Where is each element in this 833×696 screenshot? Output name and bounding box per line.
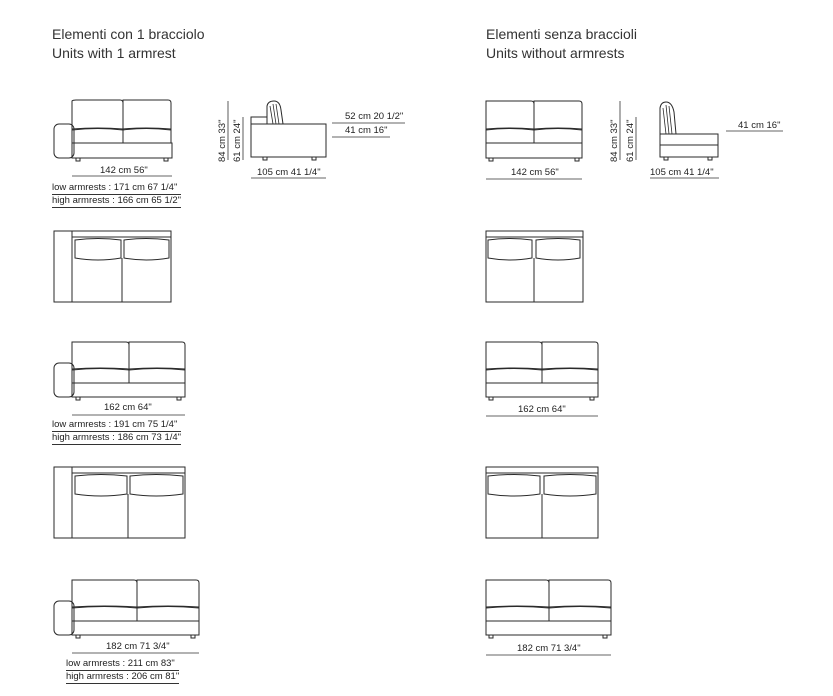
armrest-note-142: low armrests : 171 cm 67 1/4" high armre…: [52, 182, 182, 208]
unit-162-armrest-top: [54, 467, 185, 538]
width-182-label: 182 cm 71 3/4": [106, 641, 170, 652]
side-left-height-total: 84 cm 33": [217, 119, 228, 162]
side-right-depth: 105 cm 41 1/4": [650, 167, 714, 178]
side-view-right: [620, 101, 783, 178]
low-armrest-142: low armrests : 171 cm 67 1/4": [52, 182, 182, 195]
high-armrest-142: high armrests : 166 cm 65 1/2": [52, 195, 182, 208]
header-with-armrest-it: Elementi con 1 bracciolo: [52, 26, 205, 42]
header-without-armrest-en: Units without armrests: [486, 45, 625, 61]
width-162-label: 162 cm 64": [104, 402, 152, 413]
unit-162-front: [486, 342, 598, 416]
armrest-note-162: low armrests : 191 cm 75 1/4" high armre…: [52, 419, 182, 445]
unit-142-armrest-top: [54, 231, 171, 302]
header-with-armrest: Elementi con 1 bracciolo Units with 1 ar…: [52, 25, 205, 63]
header-with-armrest-en: Units with 1 armrest: [52, 45, 176, 61]
width-182-label-noarm: 182 cm 71 3/4": [517, 643, 581, 654]
side-left-seat-depth-2: 41 cm 16": [345, 125, 388, 136]
unit-182-armrest-front: [54, 580, 199, 653]
side-right-seat-depth: 41 cm 16": [738, 120, 781, 131]
width-162-label-noarm: 162 cm 64": [518, 404, 566, 415]
header-without-armrest-it: Elementi senza braccioli: [486, 26, 637, 42]
side-right-height-total: 84 cm 33": [609, 119, 620, 162]
width-142-label-noarm: 142 cm 56": [511, 167, 559, 178]
side-view-left: [228, 101, 405, 178]
armrest-note-182: low armrests : 211 cm 83" high armrests …: [66, 658, 180, 684]
unit-142-front: [486, 101, 582, 179]
width-142-label: 142 cm 56": [100, 165, 148, 176]
low-armrest-182: low armrests : 211 cm 83": [66, 658, 180, 671]
unit-182-front: [486, 580, 611, 655]
side-left-depth: 105 cm 41 1/4": [257, 167, 321, 178]
unit-142-armrest-front: [54, 100, 172, 176]
unit-162-top: [486, 467, 598, 538]
unit-162-armrest-front: [54, 342, 185, 415]
unit-142-top: [486, 231, 583, 302]
side-right-height-seat: 61 cm 24": [625, 119, 636, 162]
side-left-seat-depth-1: 52 cm 20 1/2": [345, 111, 404, 122]
header-without-armrest: Elementi senza braccioli Units without a…: [486, 25, 637, 63]
high-armrest-182: high armrests : 206 cm 81": [66, 671, 180, 684]
side-left-height-seat: 61 cm 24": [232, 119, 243, 162]
high-armrest-162: high armrests : 186 cm 73 1/4": [52, 432, 182, 445]
low-armrest-162: low armrests : 191 cm 75 1/4": [52, 419, 182, 432]
